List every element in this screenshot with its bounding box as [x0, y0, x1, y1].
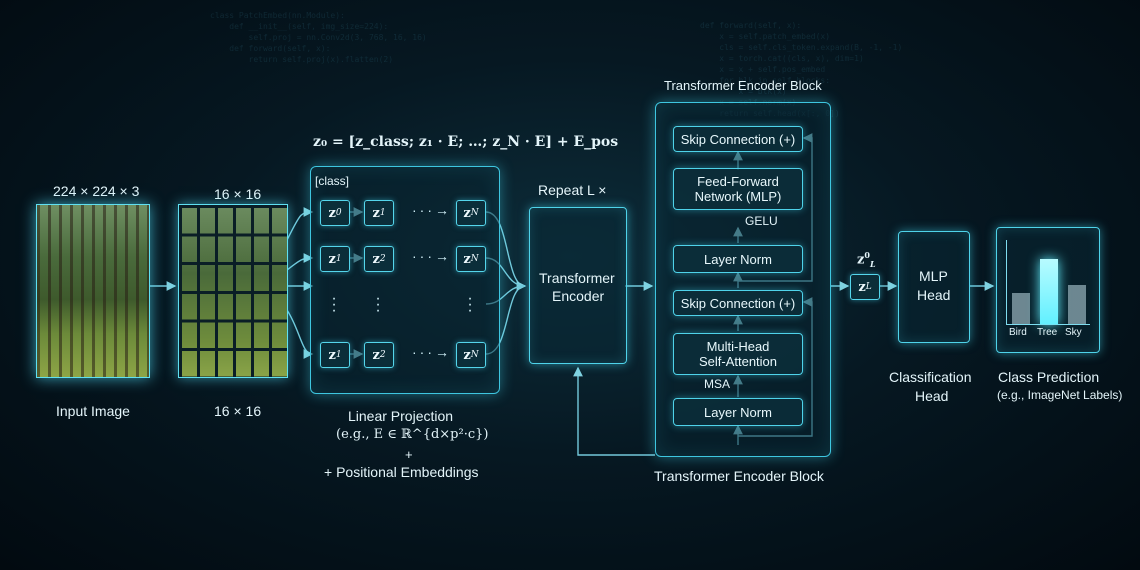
projection-label: Linear Projection	[348, 408, 454, 424]
embedding-equation: z₀ = [z_class; z₁ · E; …; z_N · E] + E_p…	[313, 134, 619, 150]
projection-plus: +	[405, 447, 413, 462]
ellipsis-row3: ···→	[412, 344, 452, 360]
transformer-encoder	[529, 207, 627, 364]
prediction-caption-2: (e.g., ImageNet Labels)	[997, 388, 1123, 402]
input-dims: 224 × 224 × 3	[53, 183, 140, 199]
block-title-bottom: Transformer Encoder Block	[654, 468, 824, 484]
positional-embeddings-label: + Positional Embeddings	[324, 464, 479, 480]
patch-dims-top: 16 × 16	[214, 186, 262, 202]
prediction-label-tree: Tree	[1037, 327, 1058, 338]
prediction-label-sky: Sky	[1065, 327, 1082, 338]
prediction-baseline	[1006, 324, 1090, 325]
msa-label: MSA	[704, 377, 731, 391]
prediction-caption: Class Prediction	[998, 369, 1100, 385]
vertical-ellipsis-3: ···	[467, 290, 473, 319]
classification-head-caption-2: Head	[915, 388, 949, 404]
layer-norm-top: Layer Norm	[673, 245, 803, 273]
block-title-top: Transformer Encoder Block	[664, 78, 822, 93]
mlp-head-line1: MLP	[919, 268, 948, 284]
repeat-label: Repeat L ×	[538, 182, 607, 198]
input-image	[36, 204, 150, 378]
encoder-block-panel	[655, 102, 831, 457]
prediction-axis	[1006, 240, 1007, 324]
mlp-head-line2: Head	[917, 287, 951, 303]
skip-connection-mid: Skip Connection (+)	[673, 290, 803, 316]
vertical-ellipsis-1: ···	[331, 290, 337, 319]
prediction-bar-sky	[1068, 285, 1086, 324]
background-code: class PatchEmbed(nn.Module): def __init_…	[210, 11, 427, 64]
gelu-label: GELU	[745, 214, 778, 228]
patch-grid	[178, 204, 288, 378]
prediction-bar-bird	[1012, 293, 1030, 324]
encoder-label-line1: Transformer	[539, 270, 615, 286]
feed-forward-network: Feed-Forward Network (MLP)	[673, 168, 803, 210]
prediction-label-bird: Bird	[1009, 327, 1027, 338]
cls-token-label: z0L	[857, 250, 876, 269]
vertical-ellipsis-2: ···	[375, 290, 381, 319]
mha-line2: Self-Attention	[698, 354, 778, 369]
layer-norm-bottom: Layer Norm	[673, 398, 803, 426]
encoder-label-line2: Encoder	[552, 288, 605, 304]
projection-formula: (e.g., E ∈ ℝ^{d×p²·c})	[336, 427, 489, 442]
multi-head-attention: Multi-Head Self-Attention	[673, 333, 803, 375]
prediction-bar-tree	[1040, 259, 1058, 324]
patch-dims-bottom: 16 × 16	[214, 403, 262, 419]
mlp-head	[898, 231, 970, 343]
ffn-line2: Network (MLP)	[694, 189, 782, 204]
ffn-line1: Feed-Forward	[697, 174, 779, 189]
classification-head-caption: Classification	[889, 369, 972, 385]
input-label: Input Image	[56, 403, 130, 419]
class-token-label: [class]	[315, 174, 350, 188]
ellipsis-row1: ···→	[412, 202, 452, 218]
skip-connection-top: Skip Connection (+)	[673, 126, 803, 152]
ellipsis-row2: ···→	[412, 248, 452, 264]
mha-line1: Multi-Head	[706, 339, 770, 354]
